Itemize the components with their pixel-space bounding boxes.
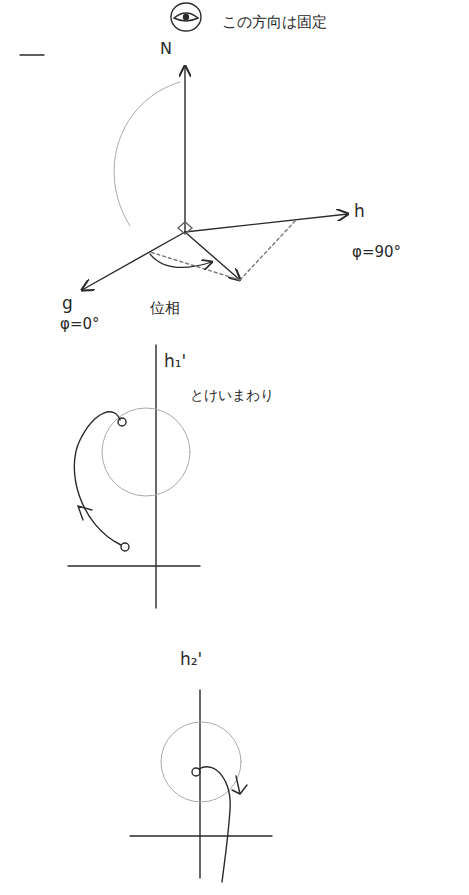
plot-axis xyxy=(68,565,200,566)
end-dot xyxy=(118,418,126,426)
eye-outline xyxy=(171,3,201,31)
plot-axis xyxy=(199,690,200,878)
reference-circle xyxy=(102,408,190,496)
plot-axis xyxy=(155,345,156,608)
g-axis xyxy=(82,232,185,290)
plot-axis xyxy=(130,835,272,836)
n-axis xyxy=(184,66,185,232)
eye-symbol xyxy=(174,13,198,21)
handwritten-label: φ=90° xyxy=(352,244,401,261)
origin-mark xyxy=(178,222,192,234)
projection-line xyxy=(150,220,296,280)
handwritten-label: この方向は固定 xyxy=(222,14,327,31)
handwritten-label: N xyxy=(160,40,172,58)
handwritten-label: h₂' xyxy=(180,650,202,669)
trajectory xyxy=(199,767,230,882)
phase-arc xyxy=(150,254,212,267)
direction-arrow xyxy=(78,506,92,520)
dash-mark xyxy=(20,54,44,55)
trajectory xyxy=(74,412,121,545)
handwritten-label: g xyxy=(62,294,73,313)
faint-curve xyxy=(114,82,180,226)
h-axis xyxy=(185,214,348,232)
eye-pupil xyxy=(184,15,189,20)
start-dot xyxy=(121,543,129,551)
handwritten-label: h₁' xyxy=(164,352,186,371)
handwritten-label: 位相 xyxy=(150,300,180,317)
phase-vector xyxy=(185,232,240,280)
handwritten-label: φ=0° xyxy=(60,316,100,333)
handwritten-label: とけいまわり xyxy=(190,388,274,403)
direction-arrow xyxy=(232,776,247,794)
handwritten-label: h xyxy=(354,202,365,221)
